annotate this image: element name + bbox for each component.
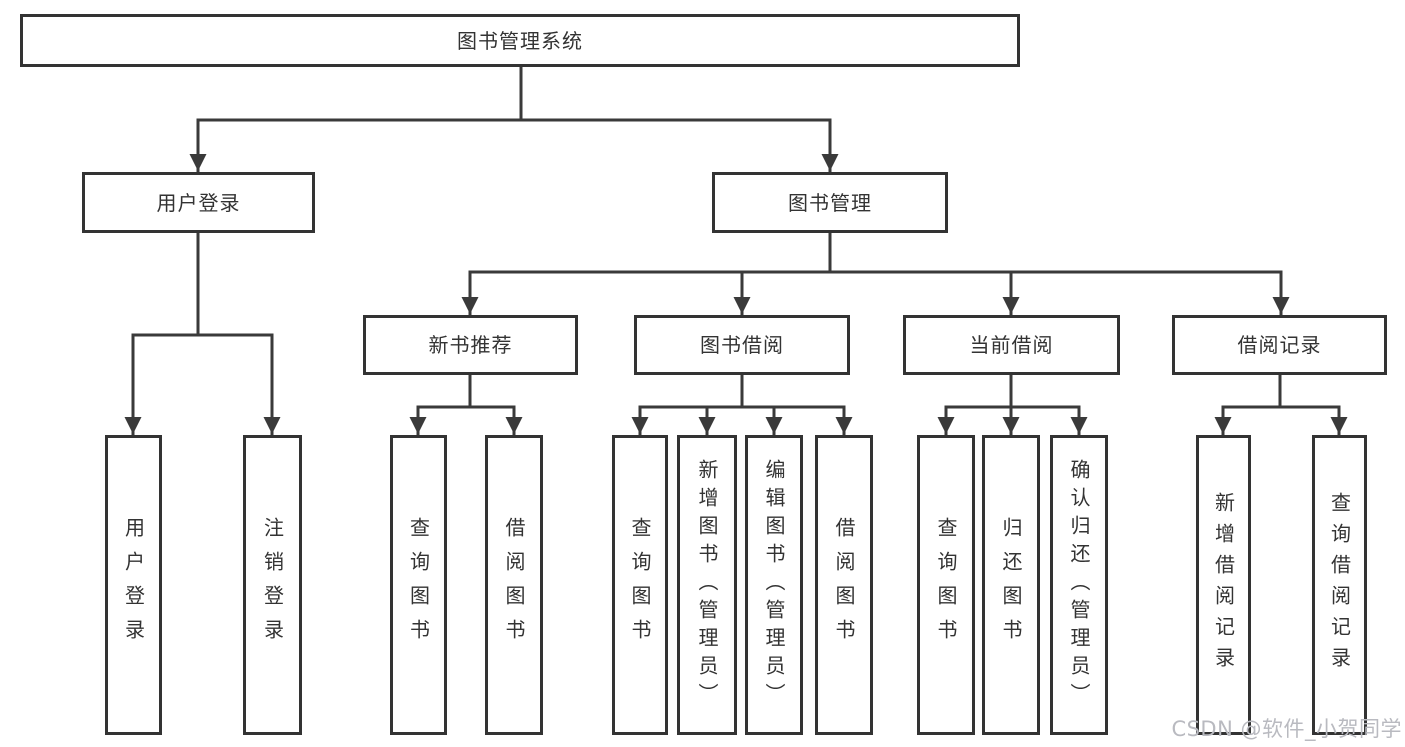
node-cb-confirm-return-admin: 确认归还（管理员） — [1050, 435, 1108, 735]
watermark: CSDN @软件_小贺同学 — [1171, 717, 1402, 741]
node-current-borrow: 当前借阅 — [903, 315, 1120, 375]
node-book-borrow: 图书借阅 — [634, 315, 850, 375]
node-cb-return-book: 归还图书 — [982, 435, 1040, 735]
node-br-query-record: 查询借阅记录 — [1312, 435, 1367, 735]
node-bb-edit-book-admin: 编辑图书（管理员） — [745, 435, 803, 735]
node-book-management: 图书管理 — [712, 172, 948, 233]
node-rec-query-book: 查询图书 — [390, 435, 447, 735]
node-bb-query-book: 查询图书 — [612, 435, 668, 735]
node-borrow-record: 借阅记录 — [1172, 315, 1387, 375]
node-user-login: 用户登录 — [82, 172, 315, 233]
node-new-book-recommend: 新书推荐 — [363, 315, 578, 375]
node-rec-borrow-book: 借阅图书 — [485, 435, 543, 735]
node-bb-borrow-book: 借阅图书 — [815, 435, 873, 735]
node-bb-add-book-admin: 新增图书（管理员） — [677, 435, 737, 735]
node-library-system: 图书管理系统 — [20, 14, 1020, 67]
node-cb-query-book: 查询图书 — [917, 435, 975, 735]
node-leaf-user-login: 用户登录 — [105, 435, 162, 735]
node-leaf-logout: 注销登录 — [243, 435, 302, 735]
node-br-add-record: 新增借阅记录 — [1196, 435, 1251, 735]
